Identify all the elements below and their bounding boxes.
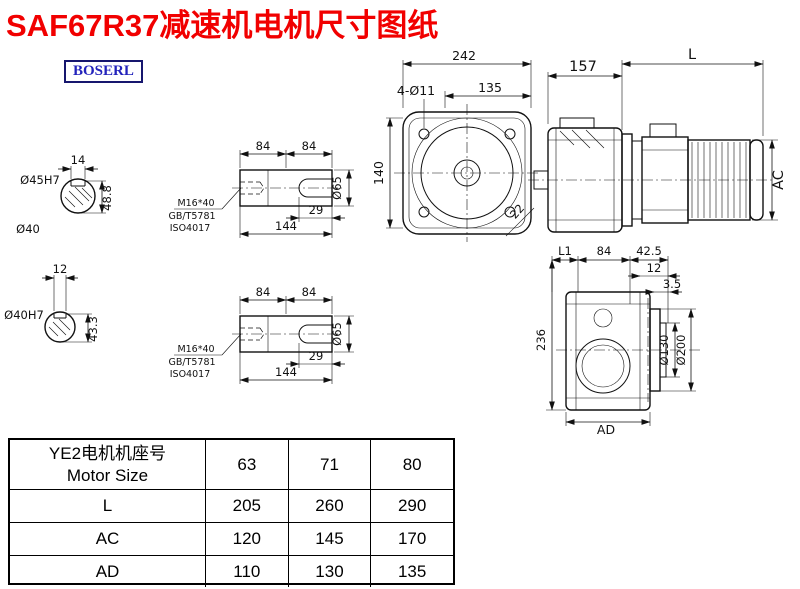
dim-step-12: 12 [647, 261, 662, 275]
shaft-end-view-top: 14 Ø45H7 48.8 Ø40 [16, 153, 114, 236]
dim-key-length: 29 [309, 203, 324, 217]
shaft-side-view-bottom: 84 84 29 144 Ø65 M16*40 GB/T5781 ISO4017 [168, 285, 354, 384]
shaft-end-view-bottom: 12 Ø40H7 43.3 [4, 262, 100, 343]
table-row-AC-label: AC [10, 522, 205, 555]
thread-spec: M16*40 [177, 344, 214, 355]
thread-standard-1: GB/T5781 [168, 357, 215, 368]
table-size-71: 71 [287, 440, 371, 489]
thread-spec: M16*40 [177, 198, 214, 209]
table-header-cell: YE2电机机座号 Motor Size [10, 440, 205, 489]
dim-key-width: 14 [71, 153, 86, 167]
dim-height-140: 140 [371, 161, 386, 185]
dim-width-AD: AD [597, 422, 615, 437]
dim-bolt-holes: 4-Ø11 [397, 83, 435, 98]
table-size-63: 63 [205, 440, 288, 489]
dim-total-length: 144 [275, 365, 297, 379]
page-title: SAF67R37减速机电机尺寸图纸 [6, 8, 439, 43]
gearbox-front-view: 242 135 4-Ø11 140 22 [371, 48, 540, 242]
table-cell: 145 [287, 522, 371, 555]
dim-key-length: 29 [309, 349, 324, 363]
dim-L1: L1 [558, 244, 572, 258]
dim-seg1: 84 [256, 285, 271, 299]
dim-width-242: 242 [452, 48, 476, 63]
dim-seg2: 84 [302, 139, 317, 153]
table-cell: 120 [205, 522, 288, 555]
dim-key-height: 43.3 [86, 316, 100, 342]
table-cell: 110 [205, 555, 288, 587]
table-cell: 135 [370, 555, 453, 587]
table-cell: 290 [370, 489, 453, 522]
table-row-AD-label: AD [10, 555, 205, 587]
dim-seg2: 84 [302, 285, 317, 299]
dim-lip-3-5: 3.5 [663, 277, 681, 291]
dim-flange-200: Ø200 [674, 334, 688, 365]
table-size-80: 80 [370, 440, 453, 489]
dim-shaft-dia: Ø65 [330, 322, 344, 346]
thread-standard-2: ISO4017 [170, 223, 211, 234]
motor-side-view: 157 L AC [528, 47, 787, 233]
dim-shaft-dia: Ø65 [330, 176, 344, 200]
shaft-side-view-top: 84 84 29 144 Ø65 M16*40 GB/T5781 ISO4017 [168, 139, 354, 238]
thread-standard-1: GB/T5781 [168, 211, 215, 222]
dim-seg1: 84 [256, 139, 271, 153]
table-cell: 260 [287, 489, 371, 522]
dim-seg-84: 84 [597, 244, 612, 258]
dim-motor-dia-AC: AC [771, 170, 787, 190]
table-cell: 170 [370, 522, 453, 555]
dim-offset-42-5: 42.5 [636, 244, 662, 258]
dim-height-236: 236 [534, 329, 548, 351]
table-cell: 130 [287, 555, 371, 587]
table-header-en: Motor Size [66, 465, 149, 485]
dim-corner-22: 22 [507, 201, 527, 221]
output-flange-view: Ø130 Ø200 L1 84 42.5 12 3.5 236 [534, 244, 702, 437]
dim-inner-width-135: 135 [478, 80, 502, 95]
dim-key-height: 48.8 [100, 185, 114, 211]
dim-total-length: 144 [275, 219, 297, 233]
dim-motor-length-L: L [688, 47, 696, 63]
dim-bore: Ø45H7 [20, 173, 60, 187]
dim-key-width: 12 [53, 262, 68, 276]
table-header-cn: YE2电机机座号 [48, 444, 167, 464]
dim-bore-130: Ø130 [657, 334, 671, 365]
dim-dia-below: Ø40 [16, 222, 40, 236]
table-row-L-label: L [10, 489, 205, 522]
dim-bore: Ø40H7 [4, 308, 44, 322]
brand-logo: BOSERL [64, 60, 143, 83]
dim-gear-length-157: 157 [569, 59, 597, 75]
motor-size-table: YE2电机机座号 Motor Size 63 71 80 L 205 260 2… [8, 438, 455, 587]
thread-standard-2: ISO4017 [170, 369, 211, 380]
table-cell: 205 [205, 489, 288, 522]
